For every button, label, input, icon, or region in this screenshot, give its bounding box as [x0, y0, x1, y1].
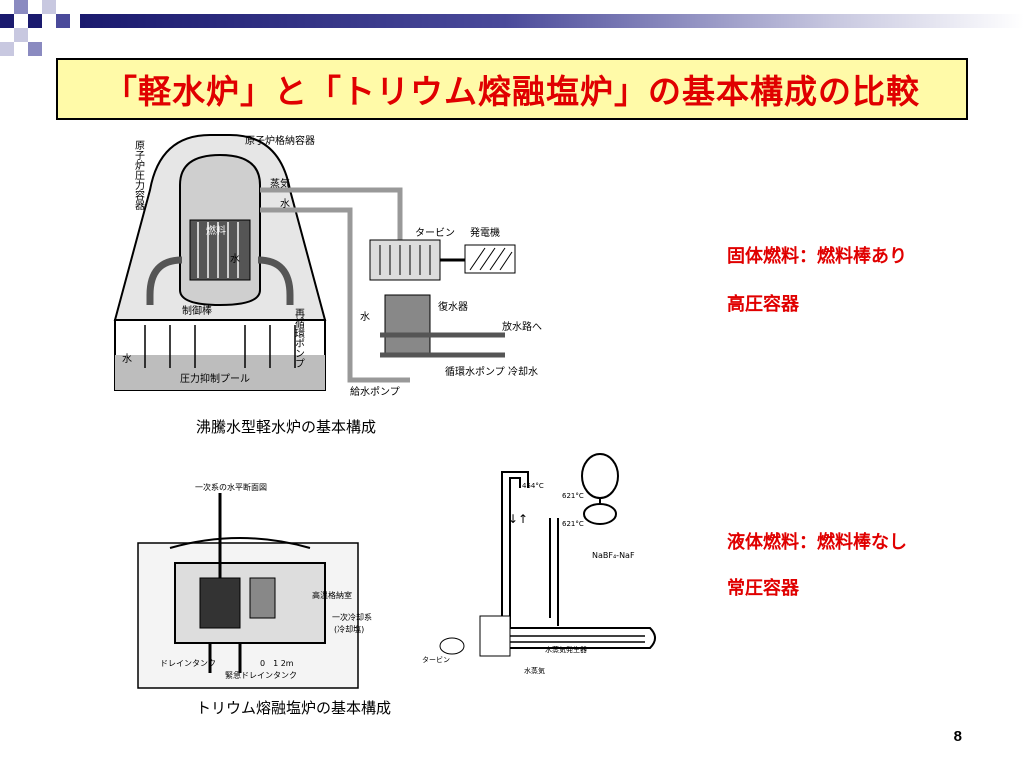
- label-pool-water: 水: [122, 353, 132, 365]
- note-bwr-line1: 固体燃料：燃料棒あり: [727, 246, 907, 267]
- slide-title: 「軽水炉」と「トリウム熔融塩炉」の基本構成の比較: [104, 72, 920, 111]
- label-rpv: 原子炉圧力容器: [133, 140, 145, 211]
- header-gradient-bar: [80, 14, 1024, 28]
- flow-arrows-icon: ↓↑: [508, 512, 528, 526]
- label-circ-pump: 循環水ポンプ: [445, 365, 505, 378]
- label-steam: 蒸気: [270, 177, 290, 190]
- label-water: 水: [280, 198, 290, 210]
- label-to-discharge: 放水路へ: [502, 320, 542, 333]
- corner-decoration: [0, 0, 70, 56]
- label-feed-pump: 給水ポンプ: [350, 385, 400, 398]
- label-msr-turbine: タービン: [422, 655, 450, 664]
- label-sub-cooler: (冷却塩): [334, 624, 364, 634]
- label-water-return: 水: [360, 311, 370, 323]
- label-primary-section: 一次系の水平断面図: [195, 482, 267, 492]
- label-control-rod: 制御棒: [182, 304, 212, 317]
- title-box: 「軽水炉」と「トリウム熔融塩炉」の基本構成の比較: [56, 58, 968, 120]
- label-turbine: タービン: [415, 227, 455, 239]
- label-steam-gen: 水蒸気発生器: [545, 645, 587, 654]
- note-msr-line2: 常圧容器: [727, 578, 799, 599]
- label-msr-steam: 水蒸気: [524, 666, 545, 675]
- label-condenser: 復水器: [438, 300, 468, 313]
- note-bwr-line2: 高圧容器: [727, 294, 799, 315]
- label-temp1: 454°C: [522, 482, 544, 490]
- label-emergency-drain: 緊急ドレインタンク: [225, 670, 297, 680]
- label-recirc-pump: 再循環ポンプ: [293, 308, 305, 368]
- page-number: 8: [953, 728, 962, 745]
- label-temp3: 621°C: [562, 520, 584, 528]
- label-containment: 原子炉格納容器: [245, 134, 315, 147]
- msr-caption: トリウム熔融塩炉の基本構成: [196, 699, 392, 717]
- label-drain-tank: ドレインタンク: [160, 659, 216, 668]
- label-water-vessel: 水: [230, 253, 240, 265]
- label-suppression-pool: 圧力抑制プール: [180, 372, 250, 385]
- note-msr-line1: 液体燃料：燃料棒なし: [727, 532, 907, 553]
- label-generator: 発電機: [470, 226, 500, 239]
- label-hightemp-vessel: 高温格納室: [312, 590, 352, 600]
- label-fuel: 燃料: [206, 224, 226, 237]
- msr-diagram: 一次系の水平断面図 高温格納室 一次冷却系 (冷却塩) ドレインタンク 緊急ドレ…: [137, 453, 656, 689]
- label-scale: 0 1 2m: [260, 659, 294, 668]
- label-cooling-water: 冷却水: [508, 365, 538, 378]
- label-salt: NaBF₄-NaF: [592, 551, 635, 560]
- label-primary-cooler: 一次冷却系: [332, 612, 372, 622]
- bwr-caption: 沸騰水型軽水炉の基本構成: [196, 418, 377, 436]
- label-temp2: 621°C: [562, 492, 584, 500]
- bwr-diagram: 原子炉圧力容器 原子炉格納容器 蒸気 水 燃料 水 制御棒 再循環ポンプ 水 圧…: [113, 134, 542, 398]
